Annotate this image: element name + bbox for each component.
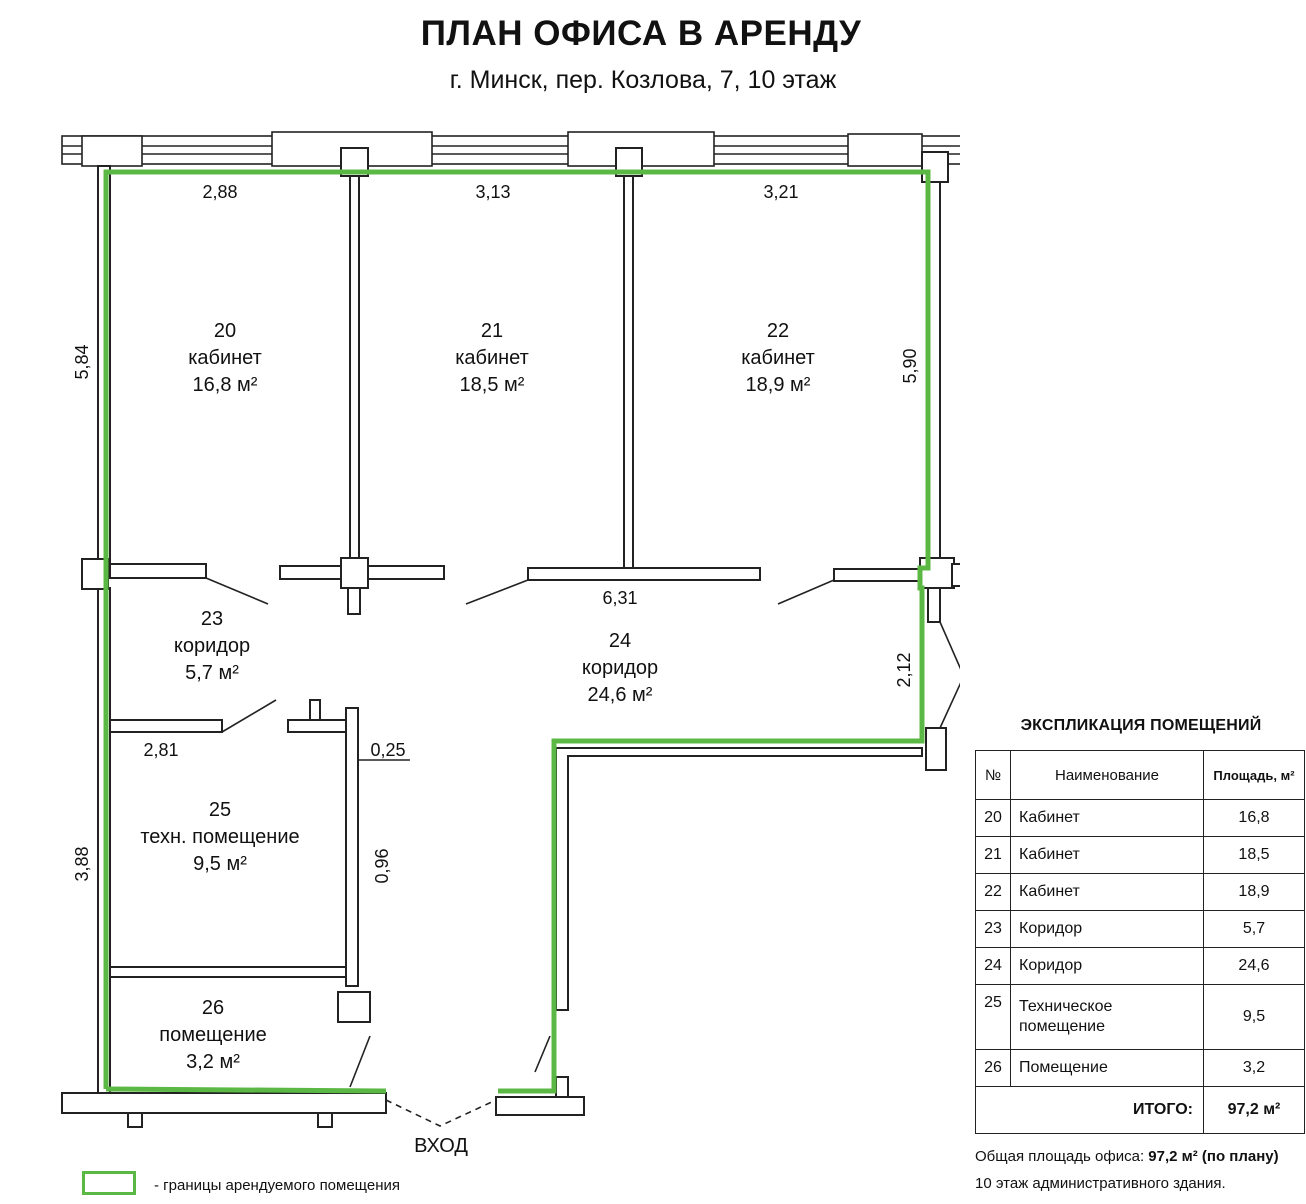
rental-boundary <box>103 169 931 1094</box>
table-row: 24 Коридор 24,6 <box>975 947 1305 985</box>
svg-text:9,5 м²: 9,5 м² <box>193 853 247 875</box>
svg-text:5,7 м²: 5,7 м² <box>185 662 239 684</box>
dim-left-upper: 5,84 <box>72 344 92 379</box>
dim-corridor-width: 6,31 <box>602 588 637 608</box>
dim-room25-side: 0,96 <box>372 848 392 883</box>
entrance-label: ВХОД <box>414 1135 468 1157</box>
svg-text:коридор: коридор <box>582 657 658 679</box>
dim-left-lower: 3,88 <box>72 846 92 881</box>
room-24-label: 24 коридор 24,6 м² <box>582 630 658 706</box>
header-number: № <box>975 750 1011 800</box>
header-area: Площадь, м² <box>1203 750 1305 800</box>
svg-text:22: 22 <box>767 320 789 342</box>
svg-text:техн. помещение: техн. помещение <box>140 826 299 848</box>
room-20-label: 20 кабинет 16,8 м² <box>188 320 262 396</box>
svg-text:помещение: помещение <box>159 1024 267 1046</box>
table-row: 21 Кабинет 18,5 <box>975 836 1305 874</box>
svg-text:16,8 м²: 16,8 м² <box>193 374 258 396</box>
svg-text:кабинет: кабинет <box>455 347 529 369</box>
svg-text:25: 25 <box>209 799 231 821</box>
table-row: 26 Помещение 3,2 <box>975 1049 1305 1087</box>
table-row: 22 Кабинет 18,9 <box>975 873 1305 911</box>
svg-text:21: 21 <box>481 320 503 342</box>
legend-text: - границы арендуемого помещения <box>154 1177 400 1194</box>
svg-text:кабинет: кабинет <box>188 347 262 369</box>
total-value: 97,2 м² <box>1203 1086 1305 1134</box>
dim-room21-width: 3,13 <box>475 182 510 202</box>
room-labels: 20 кабинет 16,8 м² 21 кабинет 18,5 м² 22… <box>140 320 814 1073</box>
dimension-labels: 2,88 3,13 3,21 6,31 2,81 0,25 5,84 5,90 … <box>72 182 920 884</box>
svg-text:коридор: коридор <box>174 635 250 657</box>
page-title: ПЛАН ОФИСА В АРЕНДУ <box>420 14 862 53</box>
floor-plan: 20 кабинет 16,8 м² 21 кабинет 18,5 м² 22… <box>61 131 960 1157</box>
svg-text:26: 26 <box>202 997 224 1019</box>
room-22-label: 22 кабинет 18,9 м² <box>741 320 815 396</box>
total-label: ИТОГО: <box>975 1086 1204 1134</box>
floor-note: 10 этаж административного здания. <box>975 1175 1226 1192</box>
door-swings <box>205 577 960 1127</box>
room-26-label: 26 помещение 3,2 м² <box>159 997 267 1073</box>
table-total-row: ИТОГО: 97,2 м² <box>975 1086 1305 1134</box>
window-strip <box>61 131 960 167</box>
page-subtitle: г. Минск, пер. Козлова, 7, 10 этаж <box>449 66 837 94</box>
total-area-note: Общая площадь офиса: 97,2 м² (по плану) <box>975 1148 1279 1165</box>
dim-right-step: 2,12 <box>894 652 914 687</box>
explication-table: № Наименование Площадь, м² 20 Кабинет 16… <box>975 750 1305 1134</box>
svg-text:24,6 м²: 24,6 м² <box>588 684 653 706</box>
dim-room22-width: 3,21 <box>763 182 798 202</box>
room-23-label: 23 коридор 5,7 м² <box>174 608 250 684</box>
svg-text:18,5 м²: 18,5 м² <box>460 374 525 396</box>
svg-text:кабинет: кабинет <box>741 347 815 369</box>
svg-text:18,9 м²: 18,9 м² <box>746 374 811 396</box>
svg-text:3,2 м²: 3,2 м² <box>186 1051 240 1073</box>
dim-room20-width: 2,88 <box>202 182 237 202</box>
dim-room25-width: 2,81 <box>143 740 178 760</box>
room-21-label: 21 кабинет 18,5 м² <box>455 320 529 396</box>
table-header-row: № Наименование Площадь, м² <box>975 750 1305 800</box>
table-row: 23 Коридор 5,7 <box>975 910 1305 948</box>
table-row: 20 Кабинет 16,8 <box>975 799 1305 837</box>
room-25-label: 25 техн. помещение 9,5 м² <box>140 799 299 875</box>
svg-text:20: 20 <box>214 320 236 342</box>
svg-text:23: 23 <box>201 608 223 630</box>
rental-boundary-bottom <box>105 1086 387 1094</box>
legend-swatch <box>82 1171 136 1195</box>
explication-title: ЭКСПЛИКАЦИЯ ПОМЕЩЕНИЙ <box>1020 717 1262 734</box>
dim-right-upper: 5,90 <box>900 348 920 383</box>
dim-wall-thickness: 0,25 <box>370 740 405 760</box>
header-name: Наименование <box>1010 750 1204 800</box>
svg-text:24: 24 <box>609 630 631 652</box>
table-row: 25 Техническое помещение 9,5 <box>975 984 1305 1050</box>
